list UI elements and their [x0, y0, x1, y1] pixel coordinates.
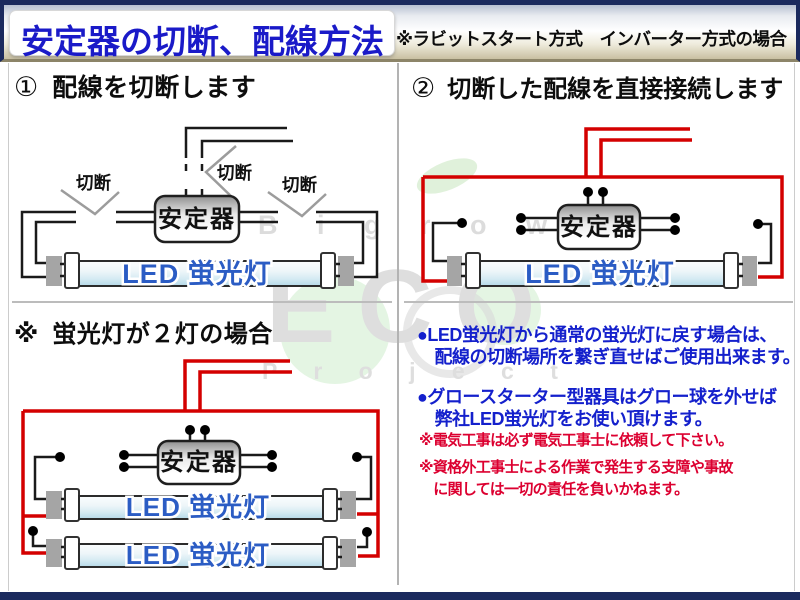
note-red-line3: に関しては一切の責任を負いかねます。	[419, 481, 689, 498]
ballast-label: 安定器	[158, 205, 236, 233]
panel2-heading: ② 切断した配線を直接接続します	[411, 69, 783, 104]
horizontal-divider-left	[12, 301, 392, 303]
ballast-box: 安定器	[156, 439, 242, 486]
watermark-green-circle	[280, 276, 390, 384]
note-blue-line3: ●グロースターター型器具はグロー球を外せば	[417, 387, 777, 407]
note-red-line2: ※資格外工事士による作業で発生する支障や事故	[419, 459, 733, 476]
footer-bar	[0, 592, 800, 600]
content-border-right	[794, 63, 795, 591]
panel1-heading: ① 配線を切断します	[14, 68, 256, 104]
header-bar: 安定器の切断、配線方法 ※ラビットスタート方式 インバーター方式の場合	[0, 0, 800, 62]
note-blue-line2: 配線の切断場所を繋ぎ直せばご使用出来ます。	[417, 347, 800, 367]
cut-wire-ends	[28, 425, 373, 549]
tube-label: LED 蛍光灯	[126, 540, 270, 570]
panel1-heading-text: 配線を切断します	[52, 74, 257, 102]
led-tube: LED 蛍光灯	[447, 252, 757, 292]
note-red-line1: ※電気工事は必ず電気工事士に依頼して下さい。	[419, 432, 733, 449]
panel2-number: ②	[411, 73, 436, 103]
panel1-number: ①	[14, 72, 39, 102]
ballast-box: 安定器	[556, 203, 642, 251]
panel2-heading-text: 切断した配線を直接接続します	[447, 76, 784, 103]
tube-label: LED 蛍光灯	[126, 492, 270, 522]
panel3-marker: ※	[14, 320, 39, 348]
tube-label: LED 蛍光灯	[525, 259, 675, 289]
red-power-wires	[421, 127, 784, 283]
cut-wire-ends	[431, 187, 773, 265]
title-box: 安定器の切断、配線方法	[9, 10, 395, 60]
led-tube-2: LED 蛍光灯	[46, 536, 356, 573]
note-blue-line4: 弊社LED蛍光灯をお使い頂けます。	[417, 409, 713, 429]
led-tube: LED 蛍光灯	[46, 252, 354, 292]
black-wires	[20, 126, 379, 279]
cut-label-middle: 切断	[217, 163, 252, 183]
wiring-diagram-cut: 切断 切断 切断 安定器 LED 蛍光灯	[20, 126, 379, 292]
red-power-wires	[21, 359, 380, 558]
header-subtitle: ※ラビットスタート方式 インバーター方式の場合	[396, 29, 787, 49]
led-tube-1: LED 蛍光灯	[46, 488, 356, 525]
horizontal-divider-right	[404, 301, 793, 303]
panel3-heading: ※ 蛍光灯が２灯の場合	[14, 314, 273, 349]
tube-label: LED 蛍光灯	[122, 259, 272, 289]
vertical-divider	[397, 63, 399, 585]
content-border-left	[8, 63, 9, 591]
cut-label-left: 切断	[76, 173, 111, 193]
wiring-diagram-direct-connect: 安定器 LED 蛍光灯	[421, 127, 784, 292]
ballast-label: 安定器	[160, 448, 238, 476]
page-title: 安定器の切断、配線方法	[21, 23, 384, 60]
ballast-label: 安定器	[560, 213, 638, 241]
note-blue-line1: ●LED蛍光灯から通常の蛍光灯に戻す場合は、	[417, 325, 777, 345]
watermark-ring	[403, 286, 497, 378]
cut-label-right: 切断	[282, 175, 317, 195]
cut-markers: 切断 切断 切断	[60, 145, 327, 218]
wiring-diagram-two-lamps: 安定器 LED 蛍光灯 LED 蛍光灯	[21, 359, 380, 573]
ballast-box: 安定器	[153, 194, 241, 244]
panel3-heading-text: 蛍光灯が２灯の場合	[52, 321, 273, 348]
